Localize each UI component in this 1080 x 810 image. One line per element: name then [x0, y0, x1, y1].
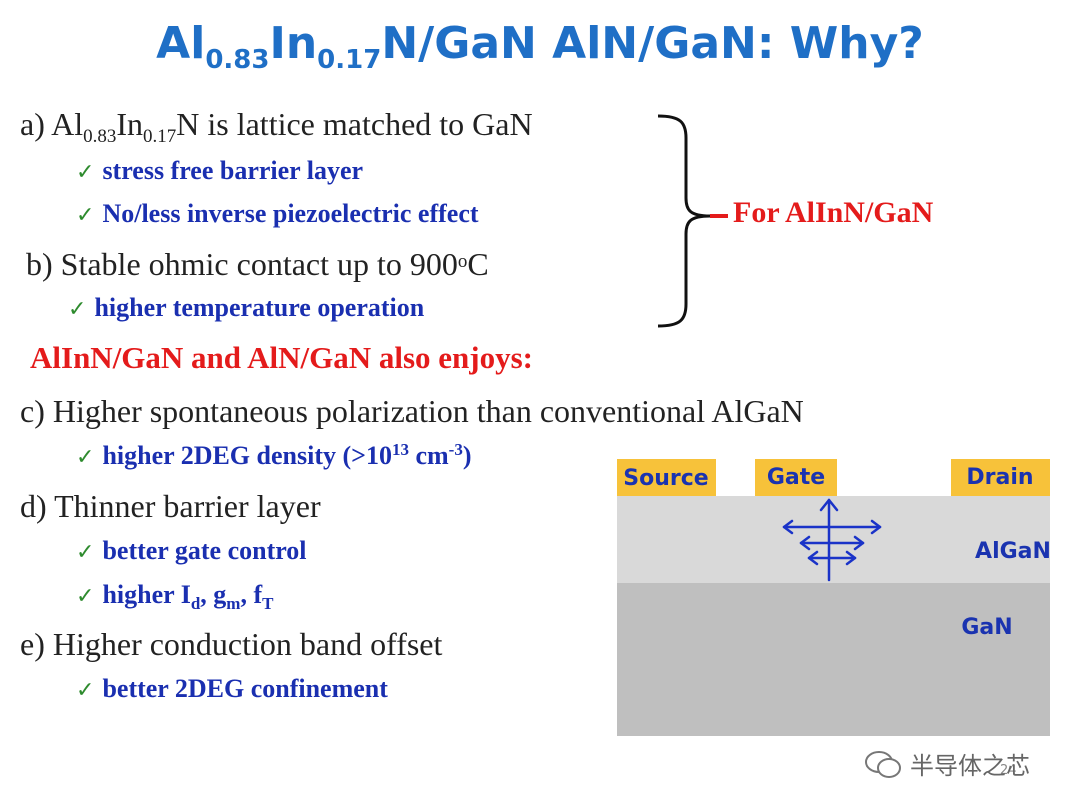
gan-layer — [617, 583, 1050, 736]
check-icon: ✓ — [76, 203, 95, 228]
drain-label: Drain — [966, 465, 1033, 490]
algan-layer — [617, 496, 1050, 583]
check-icon: ✓ — [76, 160, 95, 185]
item-b1: ✓higher temperature operation — [68, 293, 425, 322]
check-icon: ✓ — [76, 678, 95, 703]
check-icon: ✓ — [68, 297, 87, 322]
item-a: a) Al0.83In0.17N is lattice matched to G… — [20, 106, 533, 147]
item-e: e) Higher conduction band offset — [20, 626, 443, 662]
slide-title: Al0.83In0.17N/GaN AlN/GaN: Why? — [156, 18, 924, 75]
page-number: 24 — [1000, 763, 1017, 778]
gan-label: GaN — [961, 615, 1012, 640]
item-a2: ✓No/less inverse piezoelectric effect — [76, 199, 479, 228]
item-c: c) Higher spontaneous polarization than … — [20, 393, 804, 429]
item-d1: ✓better gate control — [76, 536, 307, 565]
drain-contact — [951, 459, 1050, 496]
gate-label: Gate — [767, 465, 825, 490]
brace-label: For AlInN/GaN — [733, 196, 934, 229]
check-icon: ✓ — [76, 445, 95, 470]
item-a1: ✓stress free barrier layer — [76, 156, 364, 185]
item-b: b) Stable ohmic contact up to 900oC — [26, 246, 489, 282]
source-label: Source — [623, 466, 708, 491]
check-icon: ✓ — [76, 584, 95, 609]
item-e1: ✓better 2DEG confinement — [76, 674, 388, 703]
field-arrows-icon — [782, 498, 882, 582]
item-d2: ✓higher Id, gm, fT — [76, 580, 274, 613]
watermark-text: 半导体之芯 — [910, 752, 1030, 780]
wechat-icon — [864, 748, 904, 785]
right-brace-icon — [657, 114, 728, 328]
check-icon: ✓ — [76, 540, 95, 565]
algan-label: AlGaN — [975, 539, 1051, 564]
item-d: d) Thinner barrier layer — [20, 488, 321, 524]
gate-contact — [755, 459, 837, 496]
item-c1: ✓higher 2DEG density (>1013 cm-3) — [76, 440, 472, 470]
source-contact — [617, 459, 716, 496]
enjoys-heading: AlInN/GaN and AlN/GaN also enjoys: — [30, 340, 533, 375]
